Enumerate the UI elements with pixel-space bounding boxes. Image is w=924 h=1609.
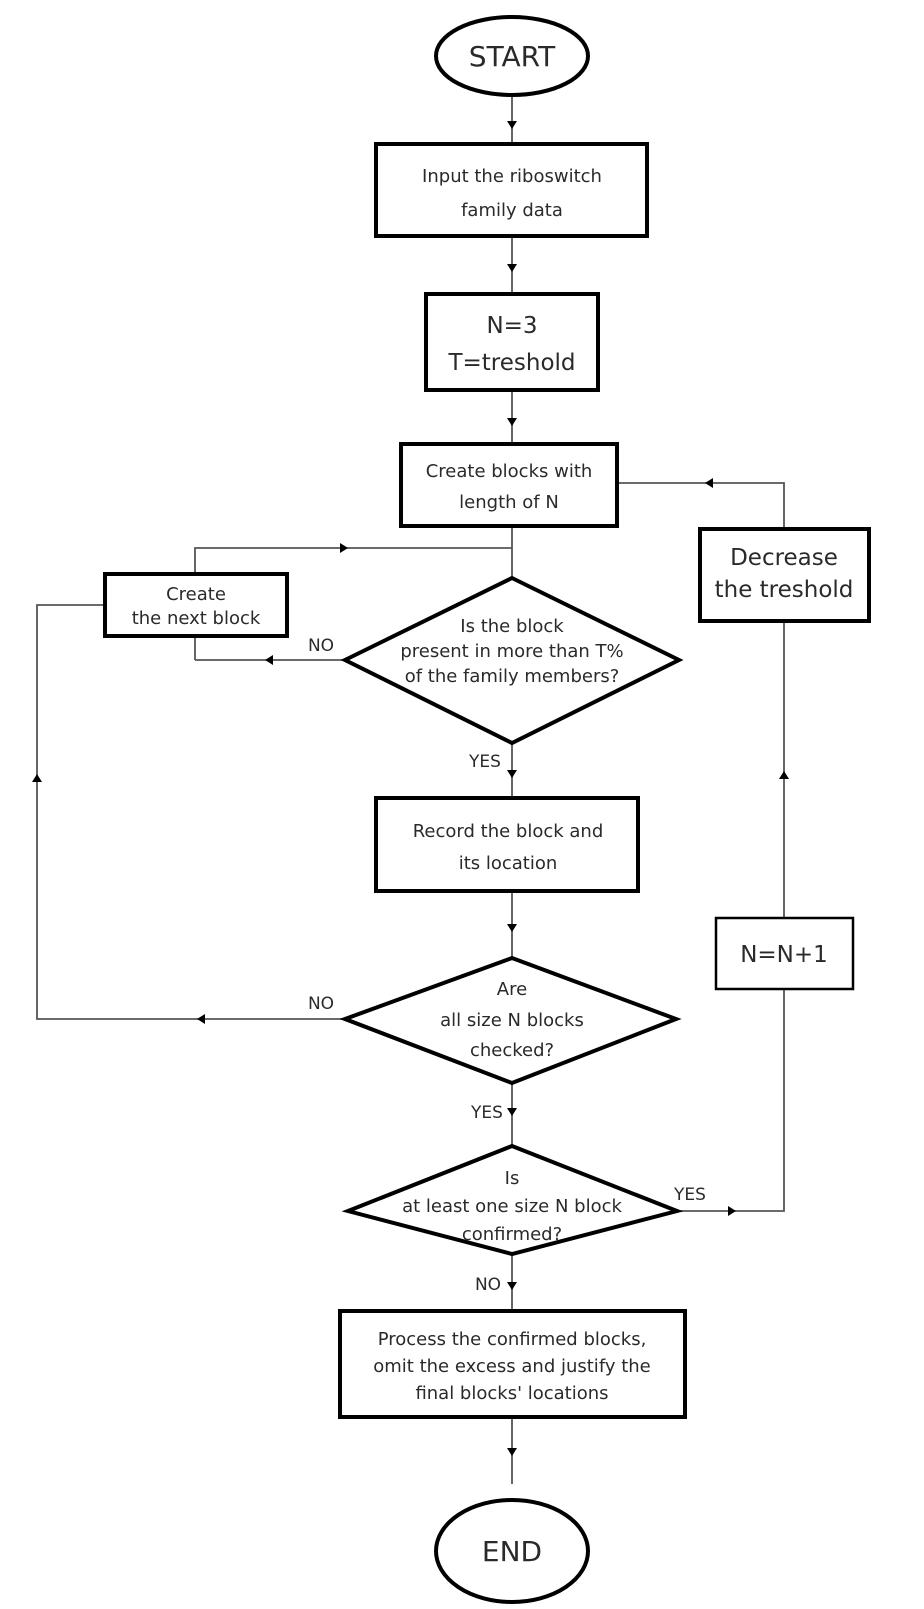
decision-all-checked: Are all size N blocks checked?: [339, 955, 682, 1086]
arrowhead-right: [728, 1206, 736, 1216]
decision-present-line2: present in more than T%: [400, 641, 623, 662]
arrowhead-right: [340, 543, 348, 553]
process-confirmed-box: Process the confirmed blocks, omit the e…: [338, 1309, 687, 1419]
decision-block-present: Is the block present in more than T% of …: [340, 575, 684, 746]
arrowhead-up: [32, 774, 42, 782]
arrowhead-down: [507, 924, 517, 932]
create-next-block-box: Create the next block: [103, 572, 289, 638]
decision-confirmed-line1: Is: [505, 1168, 520, 1189]
process-line1: Process the confirmed blocks,: [378, 1329, 647, 1350]
arrowhead-down: [507, 1448, 517, 1456]
arrowhead-down: [507, 264, 517, 272]
edge-label-present-yes: YES: [468, 752, 501, 772]
end-label: END: [482, 1535, 542, 1568]
input-label-line1: Input the riboswitch: [422, 166, 602, 187]
edge-label-present-no: NO: [308, 636, 334, 656]
decrease-line1: Decrease: [730, 545, 838, 571]
init-process-box: N=3 T=treshold: [424, 292, 600, 392]
create-blocks-line2: length of N: [459, 492, 559, 513]
arrowhead-down: [507, 121, 517, 129]
arrowhead-down: [507, 770, 517, 778]
edge-label-confirmed-yes: YES: [673, 1185, 706, 1205]
decision-present-line3: of the family members?: [405, 666, 620, 687]
arrowhead-down: [507, 418, 517, 426]
create-next-line2: the next block: [132, 608, 261, 629]
decision-all-checked-line3: checked?: [470, 1040, 554, 1061]
init-label-line2: T=treshold: [447, 350, 575, 376]
start-terminal: START: [434, 15, 590, 97]
create-blocks-line1: Create blocks with: [426, 461, 593, 482]
edge-allchecked-no: [36, 604, 345, 1020]
decision-present-line1: Is the block: [460, 616, 564, 637]
arrowhead-down: [507, 1108, 517, 1116]
connectors: [36, 97, 785, 1484]
process-line3: final blocks' locations: [415, 1383, 608, 1404]
edge-label-confirmed-no: NO: [475, 1275, 501, 1295]
decision-confirmed-line3: confirmed?: [462, 1224, 562, 1245]
edge-confirmed-yes: [676, 990, 785, 1212]
arrowhead-left: [265, 655, 273, 665]
input-label-line2: family data: [461, 200, 563, 221]
record-line1: Record the block and: [413, 821, 604, 842]
edge-label-all-checked-no: NO: [308, 994, 334, 1014]
process-line2: omit the excess and justify the: [373, 1356, 651, 1377]
input-process-box: Input the riboswitch family data: [374, 142, 649, 238]
arrowhead-down: [507, 1282, 517, 1290]
arrowhead-left: [197, 1014, 205, 1024]
decrease-line2: the treshold: [715, 577, 854, 603]
create-next-line1: Create: [166, 584, 226, 605]
decision-confirmed-line2: at least one size N block: [402, 1196, 622, 1217]
decision-all-checked-line1: Are: [497, 979, 527, 1000]
arrowhead-up: [779, 771, 789, 779]
record-block-box: Record the block and its location: [374, 796, 640, 893]
edge-decrease-to-create: [617, 482, 785, 528]
decision-confirmed: Is at least one size N block confirmed?: [341, 1143, 684, 1257]
decrease-threshold-box: Decrease the treshold: [698, 527, 871, 623]
arrowheads: [32, 121, 789, 1456]
create-blocks-box: Create blocks with length of N: [399, 442, 619, 528]
end-terminal: END: [434, 1498, 590, 1604]
increment-n-box: N=N+1: [714, 916, 855, 991]
record-line2: its location: [459, 853, 558, 874]
decision-all-checked-line2: all size N blocks: [440, 1010, 584, 1031]
arrowhead-left: [705, 478, 713, 488]
edge-label-all-checked-yes: YES: [470, 1103, 503, 1123]
init-label-line1: N=3: [486, 313, 537, 339]
start-label: START: [469, 40, 556, 73]
increment-label: N=N+1: [740, 942, 828, 968]
